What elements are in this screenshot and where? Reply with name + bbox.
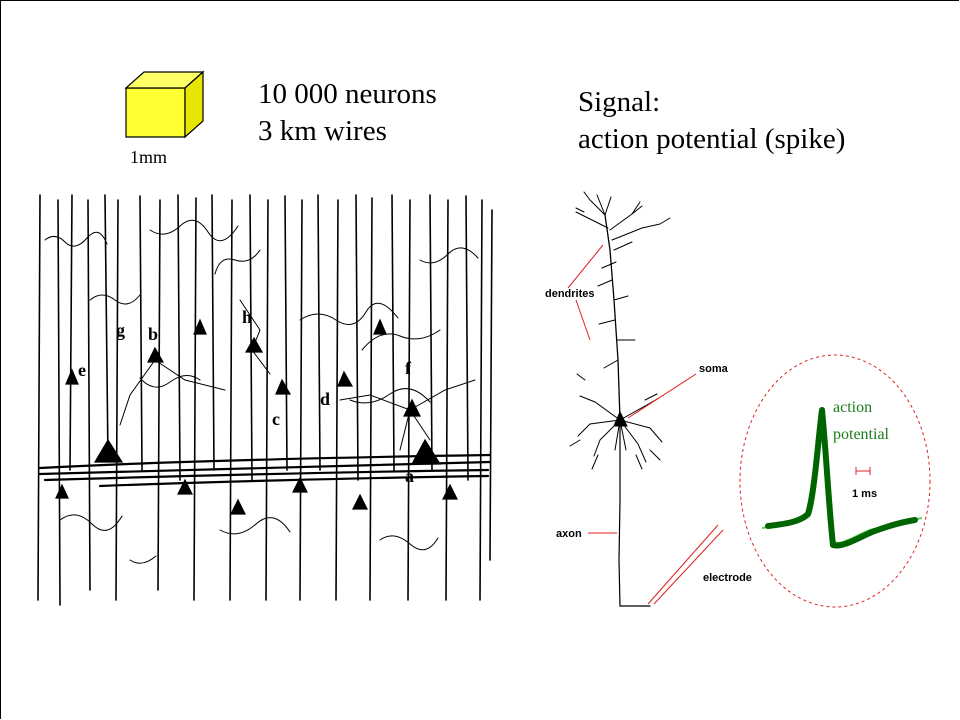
cortex-illustration (37, 194, 493, 606)
soma-label: soma (699, 363, 729, 375)
label-d: d (320, 389, 330, 409)
label-c: c (272, 409, 280, 429)
spike-trace (765, 407, 918, 549)
time-scale-bar (855, 467, 871, 475)
cortex-letter-labels: a b c d e f g h (78, 307, 414, 486)
neuron-label-pointers (567, 244, 724, 605)
label-h: h (242, 307, 252, 327)
action-potential-label-line2: potential (833, 426, 890, 443)
cortex-stats: 10 000 neurons 3 km wires (258, 76, 437, 150)
spike-inset: 1 ms action potential (739, 354, 931, 608)
label-a: a (405, 466, 414, 486)
action-potential-label-line1: action (833, 399, 872, 416)
neuron-count-text: 10 000 neurons (258, 78, 437, 110)
wire-length-text: 3 km wires (258, 115, 387, 147)
label-f: f (405, 358, 412, 378)
electrode-label: electrode (703, 572, 752, 584)
signal-subtitle: action potential (spike) (578, 123, 846, 155)
signal-title: Signal: (578, 86, 661, 118)
dendrites-label: dendrites (545, 288, 595, 300)
label-e: e (78, 360, 86, 380)
cube-icon (124, 70, 205, 139)
label-g: g (116, 320, 125, 340)
neuron-labels: dendrites soma axon electrode (545, 288, 752, 584)
time-scale-label: 1 ms (852, 488, 877, 500)
cube-scale-label: 1mm (130, 147, 168, 167)
axon-label: axon (556, 528, 582, 540)
label-b: b (148, 324, 158, 344)
signal-heading: Signal: action potential (spike) (578, 84, 845, 158)
pyramidal-neuron-illustration (569, 191, 671, 607)
inset-callout-circle (739, 354, 931, 608)
